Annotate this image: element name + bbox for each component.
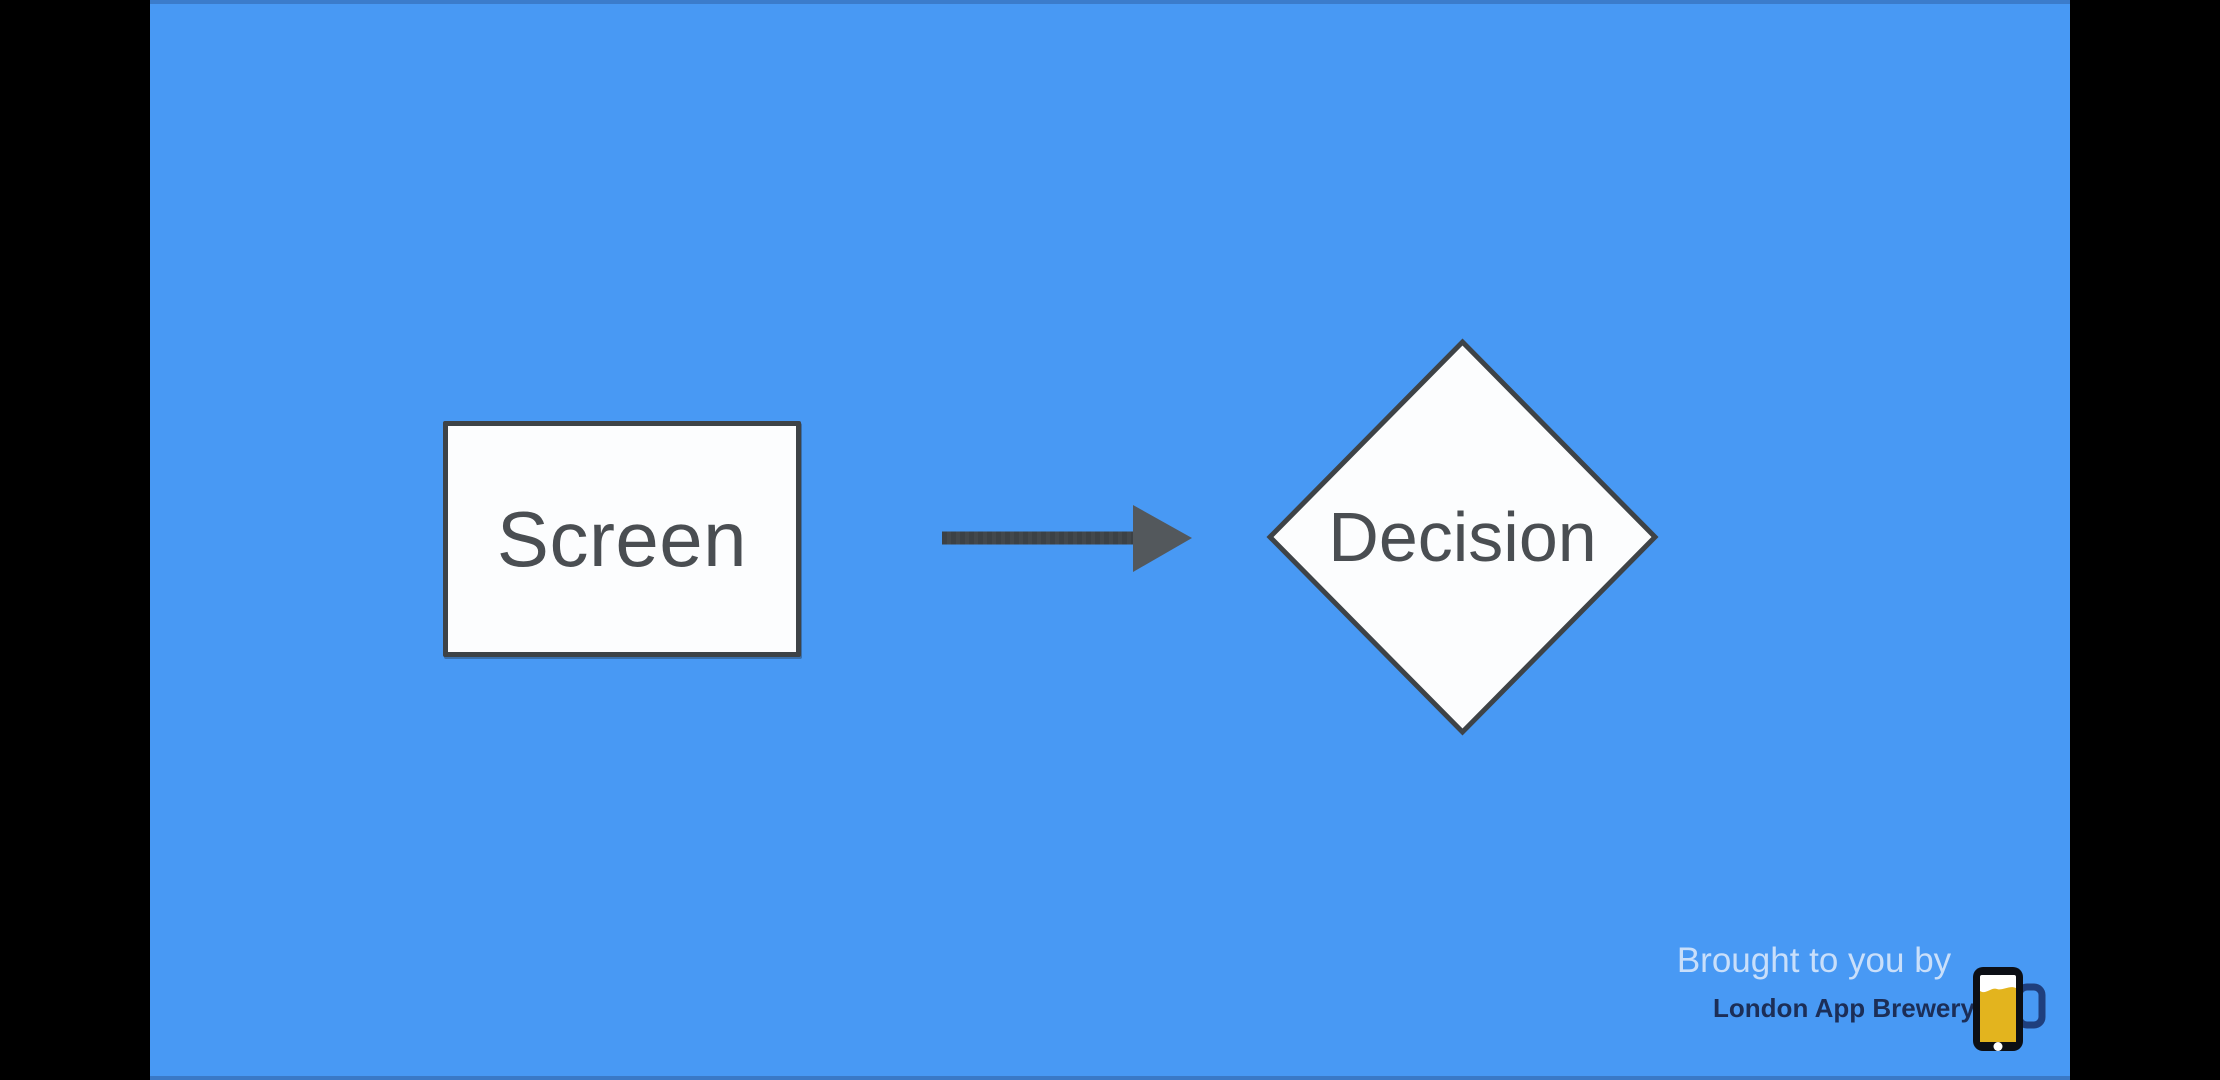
decision-node-label: Decision <box>1328 498 1597 576</box>
phone-beer-mug-icon <box>1973 967 2046 1051</box>
flowchart-decision-node: Decision <box>1261 330 1664 744</box>
screen-node-label: Screen <box>496 494 748 583</box>
arrow-right-icon <box>942 505 1192 572</box>
flowchart-screen-node: Screen <box>443 421 801 657</box>
brand-tagline: Brought to you by <box>1676 941 1952 980</box>
brand-company: London App Brewery <box>1713 993 1975 1023</box>
slide-stage: Screen Decision Brought to you by London… <box>150 0 2070 1080</box>
diamond-shape <box>1266 338 1659 736</box>
